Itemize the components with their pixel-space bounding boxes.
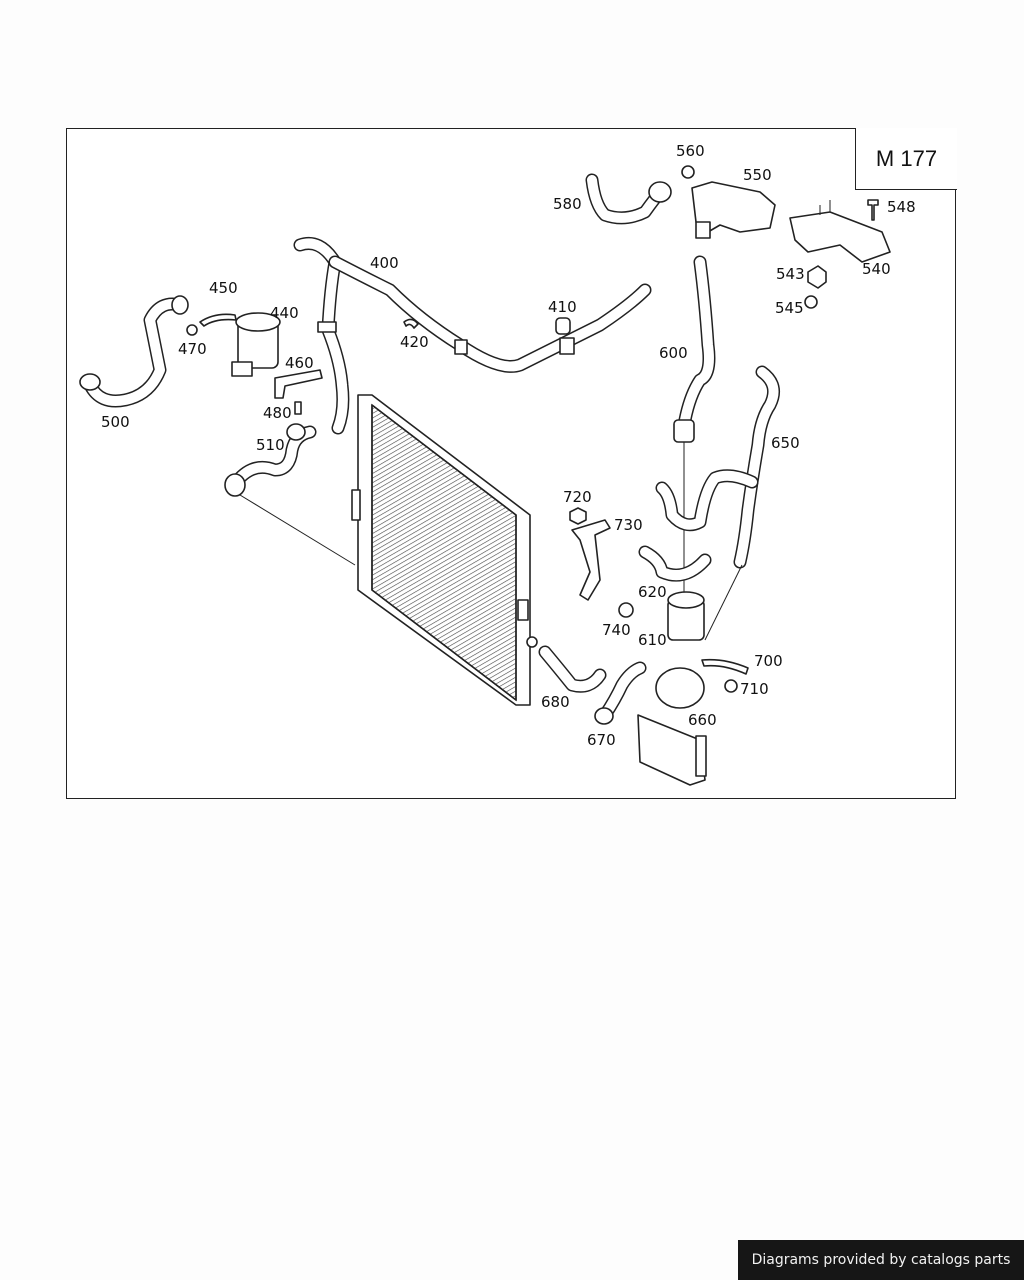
label-660: 660: [688, 711, 717, 729]
bolt-548[interactable]: [867, 199, 879, 221]
bracket-710[interactable]: [571, 519, 611, 601]
hose-400[interactable]: [293, 236, 652, 435]
parts-drawing: 400 410 420 440 450 460 470 480 500 510 …: [79, 142, 916, 786]
footer-credit-bar: Diagrams provided by catalogs parts: [738, 1240, 1024, 1280]
clip-410[interactable]: [555, 317, 571, 335]
pump-660[interactable]: [637, 667, 707, 786]
label-540: 540: [862, 260, 891, 278]
label-460: 460: [285, 354, 314, 372]
bolt-720[interactable]: [724, 679, 738, 693]
label-680: 680: [541, 693, 570, 711]
label-480: 480: [263, 404, 292, 422]
label-710: 730: [614, 516, 643, 534]
label-510: 510: [256, 436, 285, 454]
label-548: 548: [887, 198, 916, 216]
label-545: 545: [775, 299, 804, 317]
label-580: 580: [553, 195, 582, 213]
label-610: 610: [638, 631, 667, 649]
valve-550[interactable]: [691, 181, 776, 239]
label-620: 620: [638, 583, 667, 601]
hose-680[interactable]: [538, 645, 607, 693]
label-740: 740: [602, 621, 631, 639]
label-730: 720: [563, 488, 592, 506]
footer-credit: Diagrams provided by catalogs parts: [751, 1252, 1011, 1268]
nut-730[interactable]: [569, 507, 587, 525]
model-code-box: M 177: [855, 128, 957, 190]
clip-420[interactable]: [403, 318, 419, 329]
hose-510[interactable]: [224, 423, 317, 497]
hose-500[interactable]: [79, 295, 189, 408]
pump-440[interactable]: [231, 312, 281, 377]
label-670: 670: [587, 731, 616, 749]
nut-543[interactable]: [807, 265, 827, 289]
model-code: M 177: [875, 145, 938, 171]
label-440: 440: [270, 304, 299, 322]
label-500: 500: [101, 413, 130, 431]
label-410: 410: [548, 298, 577, 316]
label-470: 470: [178, 340, 207, 358]
label-700: 700: [754, 652, 783, 670]
bolt-480[interactable]: [294, 401, 302, 415]
label-400: 400: [370, 254, 399, 272]
clamp-700[interactable]: [701, 658, 749, 675]
label-600: 600: [659, 344, 688, 362]
nut-470[interactable]: [186, 324, 198, 336]
hose-600[interactable]: [673, 255, 716, 600]
label-543: 543: [776, 265, 805, 283]
hose-620[interactable]: [638, 545, 712, 582]
nut-545[interactable]: [804, 295, 818, 309]
label-450: 450: [209, 279, 238, 297]
label-720: 710: [740, 680, 769, 698]
hose-580[interactable]: [585, 173, 672, 225]
hose-650[interactable]: [655, 365, 781, 569]
label-650: 650: [771, 434, 800, 452]
pump-610[interactable]: [667, 591, 705, 641]
label-560: 560: [676, 142, 705, 160]
label-420: 420: [400, 333, 429, 351]
clamp-450[interactable]: [199, 313, 237, 327]
clip-740[interactable]: [618, 602, 634, 618]
label-550: 550: [743, 166, 772, 184]
hose-670[interactable]: [594, 661, 647, 725]
bracket-540[interactable]: [789, 200, 891, 263]
bracket-460[interactable]: [274, 369, 323, 399]
seal-560[interactable]: [681, 165, 695, 179]
radiator[interactable]: [351, 394, 538, 706]
